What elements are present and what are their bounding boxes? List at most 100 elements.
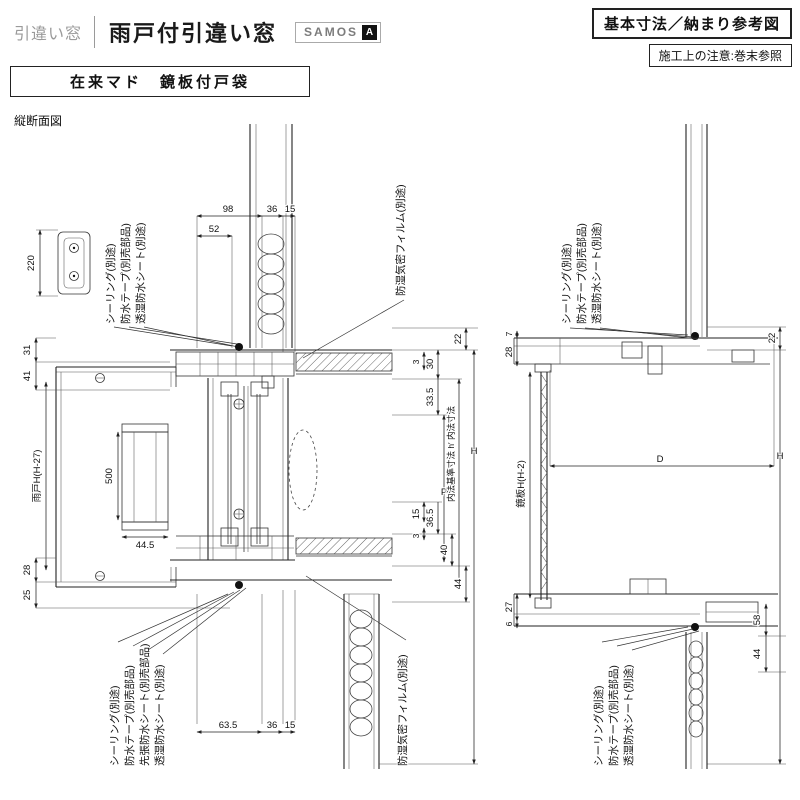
lower-wall-section bbox=[343, 593, 380, 769]
dim-6: 6 bbox=[504, 621, 514, 626]
right-top-material-labels: シーリング(別途) 防水テープ(別売部品) 透湿防水シート(別途) bbox=[559, 222, 699, 340]
left-bottom-material-labels: シーリング(別途) 防水テープ(別売部品) 先張防水シート(別売部品) 透湿防水… bbox=[107, 575, 410, 767]
screw-icon bbox=[95, 373, 105, 383]
head-frame bbox=[513, 337, 778, 375]
dim-3-bottom: 3 bbox=[411, 533, 421, 538]
glass-pane bbox=[227, 394, 232, 544]
dim-30: 30 bbox=[425, 359, 436, 370]
insulation-coil bbox=[349, 609, 373, 737]
page-title: 雨戸付引違い窓 bbox=[94, 16, 277, 48]
dim-98: 98 bbox=[223, 204, 234, 215]
construction-note: 施工上の注意:巻末参照 bbox=[648, 44, 792, 67]
lower-wall-section bbox=[685, 632, 708, 769]
glass-pane bbox=[256, 394, 261, 544]
shutter-panel bbox=[121, 423, 169, 531]
dim-41: 41 bbox=[22, 371, 33, 382]
right-side-dimensions: 3 30 22 33.5 P 内法基準寸法 h′ 内法寸法 H 15 36.5 … bbox=[379, 327, 479, 765]
insulation-coil bbox=[257, 233, 285, 335]
dim-31: 31 bbox=[22, 345, 33, 356]
upper-wall-section bbox=[685, 124, 708, 340]
sealing-label-top: シーリング(別途) bbox=[104, 244, 117, 325]
dim-28: 28 bbox=[22, 565, 33, 576]
bottom-dimensions: 63.5 36 15 bbox=[196, 590, 297, 734]
dim-7: 7 bbox=[504, 331, 514, 336]
dim-15-mid: 15 bbox=[411, 509, 422, 520]
dim-44: 44 bbox=[752, 649, 763, 660]
dim-63-5: 63.5 bbox=[219, 720, 238, 731]
dim-36-bottom: 36 bbox=[267, 720, 278, 731]
breathable-sheet-label-top: 透湿防水シート(別途) bbox=[590, 223, 603, 325]
dim-58: 58 bbox=[752, 615, 763, 626]
dim-3-top: 3 bbox=[411, 359, 421, 364]
sill-frame bbox=[513, 578, 778, 631]
sealing-label-bottom: シーリング(別途) bbox=[592, 686, 605, 767]
fastener-mark-icon bbox=[233, 398, 245, 410]
insulation-coil bbox=[688, 640, 704, 738]
head-frame bbox=[170, 343, 393, 389]
waterproof-tape-label-top: 防水テープ(別売部品) bbox=[119, 223, 132, 324]
d-dimension: D bbox=[549, 338, 775, 468]
subtitle: 在来マド 鏡板付戸袋 bbox=[10, 66, 310, 97]
right-bottom-material-labels: シーリング(別途) 防水テープ(別売部品) 透湿防水シート(別途) bbox=[591, 626, 700, 767]
dim-22: 22 bbox=[767, 333, 778, 344]
breathable-sheet-label-bottom: 透湿防水シート(別途) bbox=[153, 665, 166, 767]
left-section-view: 220 bbox=[21, 124, 479, 769]
breathable-sheet-label-top: 透湿防水シート(別途) bbox=[134, 223, 147, 325]
fastener-mark-icon bbox=[233, 508, 245, 520]
dim-33-5: 33.5 bbox=[425, 388, 436, 407]
dim-36-top: 36 bbox=[267, 204, 278, 215]
sealing-dot-bottom bbox=[691, 623, 699, 631]
right-section-view: シーリング(別途) 防水テープ(別売部品) 透湿防水シート(別途) bbox=[503, 124, 786, 769]
left-top-material-labels: シーリング(別途) 防水テープ(別売部品) 透湿防水シート(別途) 防湿気密フィ… bbox=[103, 183, 408, 359]
dim-27: 27 bbox=[504, 602, 515, 613]
clearance-arc bbox=[288, 429, 318, 511]
dim-25: 25 bbox=[22, 590, 33, 601]
waterproof-tape-label-top: 防水テープ(別売部品) bbox=[575, 223, 588, 324]
dim-15-bottom: 15 bbox=[285, 720, 296, 731]
waterproof-tape-label-bottom: 防水テープ(別売部品) bbox=[123, 665, 136, 766]
dim-40: 40 bbox=[439, 545, 450, 556]
upper-wall-section bbox=[249, 124, 293, 348]
sealing-dot-top bbox=[235, 343, 243, 351]
window-category: 引違い窓 bbox=[14, 26, 83, 43]
brand-badge: SAMOS A bbox=[295, 21, 382, 43]
vapor-film-label-bottom: 防湿気密フィルム(別途) bbox=[396, 654, 409, 766]
section-drawing: 220 bbox=[21, 124, 786, 769]
sealing-label-top: シーリング(別途) bbox=[560, 244, 573, 325]
view-label: 縦断面図 bbox=[14, 114, 63, 128]
dim-shutter-height: 雨戸H(H-27) bbox=[32, 450, 43, 503]
dim-panel-height: 鏡板H(H-2) bbox=[515, 460, 527, 508]
sealing-dot-bottom bbox=[235, 581, 243, 589]
screw-icon bbox=[95, 571, 105, 581]
shutter-box: 500 44.5 雨戸H(H-27) bbox=[31, 366, 177, 588]
mirror-panel: 鏡板H(H-2) bbox=[514, 363, 552, 609]
pre-applied-sheet-label: 先張防水シート(別売部品) bbox=[138, 644, 151, 767]
sealing-label-bottom: シーリング(別途) bbox=[108, 686, 121, 767]
window-sashes bbox=[207, 378, 318, 560]
dim-h-right: H bbox=[777, 451, 784, 462]
vapor-film-label-top: 防湿気密フィルム(別途) bbox=[394, 184, 407, 296]
dim-d: D bbox=[657, 454, 664, 465]
dim-44-5: 44.5 bbox=[136, 540, 155, 551]
dim-22: 22 bbox=[453, 334, 464, 345]
reference-boxes: 基本寸法／納まり参考図 施工上の注意:巻末参照 bbox=[591, 8, 792, 67]
bracket-detail: 220 bbox=[25, 229, 91, 297]
dim-52: 52 bbox=[209, 224, 220, 235]
top-dimensions: 98 36 15 52 bbox=[196, 203, 297, 352]
dim-28: 28 bbox=[504, 347, 515, 358]
dim-p: P bbox=[441, 487, 447, 498]
brand-name: SAMOS bbox=[304, 25, 359, 39]
breathable-sheet-label-bottom: 透湿防水シート(別途) bbox=[622, 665, 635, 767]
dim-36-5: 36.5 bbox=[425, 509, 436, 528]
waterproof-tape-label-bottom: 防水テープ(別売部品) bbox=[607, 665, 620, 766]
dim-h-left: H bbox=[471, 446, 478, 457]
sill-frame bbox=[170, 535, 393, 589]
dim-500: 500 bbox=[104, 468, 115, 484]
dim-inner-label: 内法基準寸法 h′ 内法寸法 bbox=[446, 406, 456, 502]
brand-mark-icon: A bbox=[362, 24, 378, 40]
dim-220: 220 bbox=[26, 255, 37, 271]
left-side-dimensions: 31 41 28 25 bbox=[21, 337, 230, 609]
dim-44: 44 bbox=[453, 579, 464, 590]
reference-title: 基本寸法／納まり参考図 bbox=[591, 8, 792, 39]
dim-15-top: 15 bbox=[285, 204, 296, 215]
